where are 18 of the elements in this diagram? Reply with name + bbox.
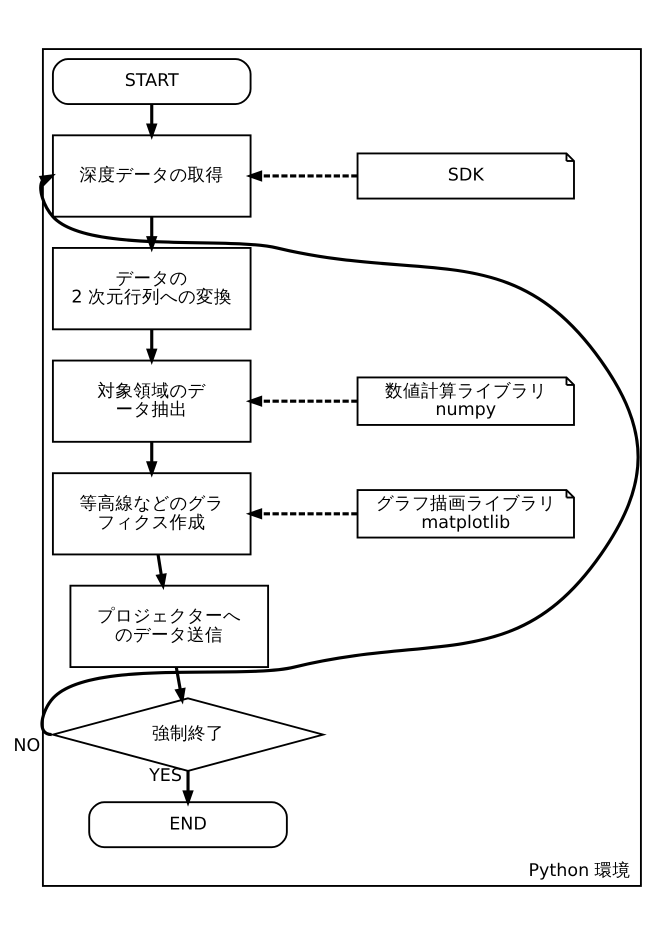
node-box: 等高線などのグラフィクス作成 xyxy=(52,472,252,556)
arrow xyxy=(246,508,358,520)
node-box: 深度データの取得 xyxy=(52,134,252,218)
edge-label: NO xyxy=(13,736,40,756)
node-box: END xyxy=(88,801,288,848)
node-box: プロジェクターへのデータ送信 xyxy=(69,584,270,668)
node-box: START xyxy=(52,58,252,105)
arrow xyxy=(146,330,158,365)
arrow xyxy=(246,395,358,407)
arrow xyxy=(146,442,158,478)
arrow xyxy=(182,770,194,807)
arrow xyxy=(146,104,158,140)
arrow xyxy=(156,554,167,590)
node-box: データの 2 次元行列への変換 xyxy=(52,247,252,330)
node-box: 対象領域のデータ抽出 xyxy=(52,360,252,443)
arrow xyxy=(246,170,358,182)
arrow xyxy=(38,174,640,736)
arrow xyxy=(174,667,186,705)
